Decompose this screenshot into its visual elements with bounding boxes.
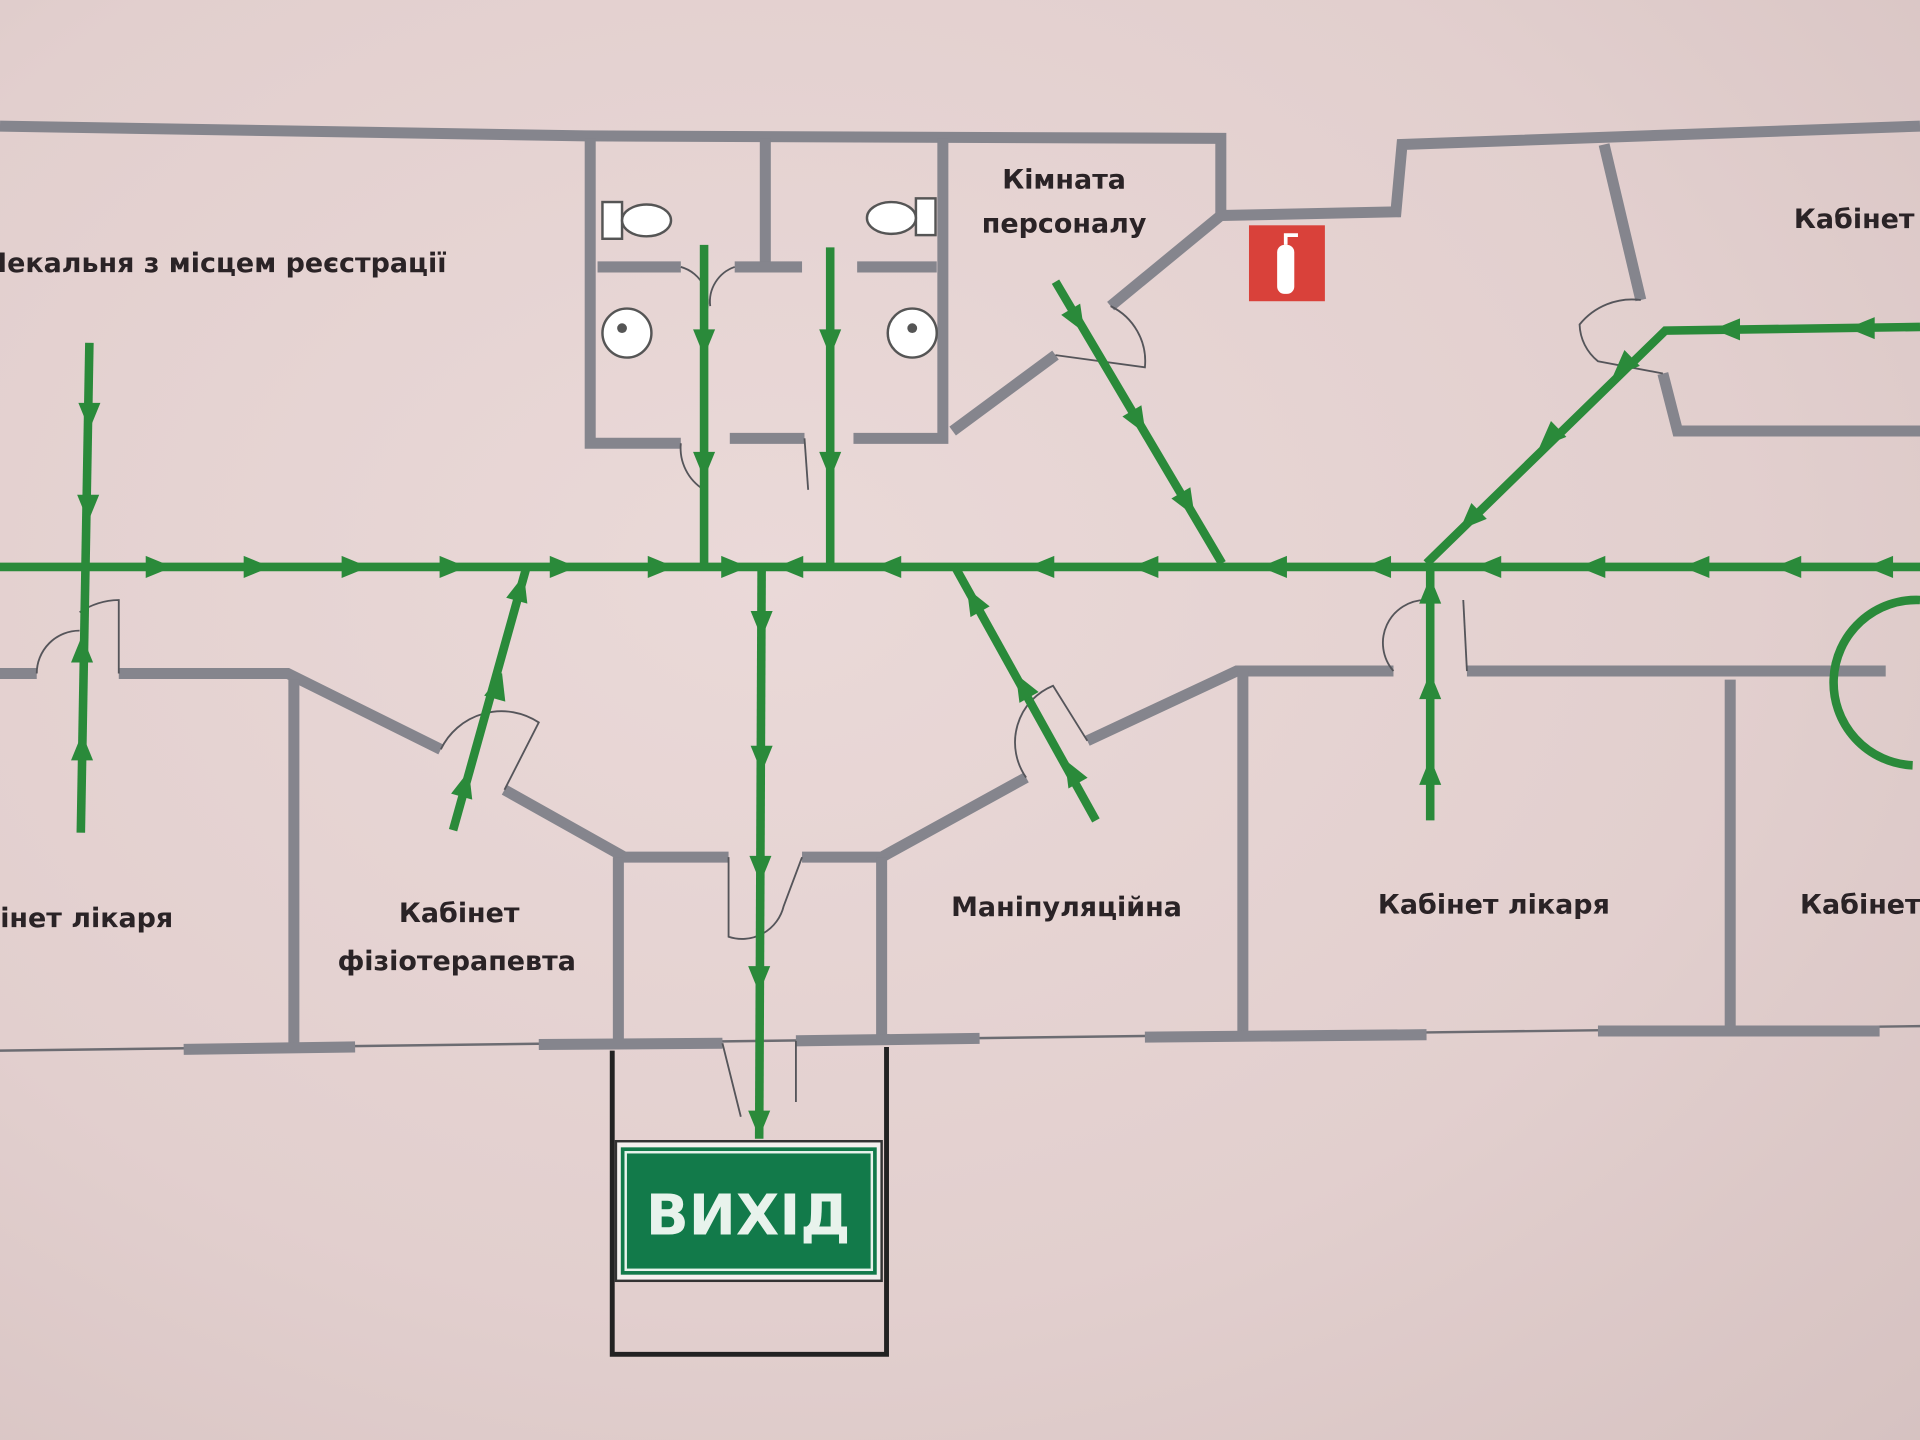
arrow-icon: [484, 672, 506, 702]
sink-icon: [601, 307, 653, 359]
evacuation-routes: [0, 244, 1920, 1139]
arrow-icon: [1131, 555, 1159, 578]
arrow-icon: [1539, 421, 1567, 448]
arrow-icon: [819, 329, 842, 357]
arrow-icon: [748, 966, 771, 994]
arrow-icon: [451, 770, 473, 800]
arrow-icon: [1064, 759, 1088, 789]
arrow-icon: [145, 555, 173, 578]
label-doctor-right: Кабінет лікаря: [1378, 889, 1610, 920]
arrow-icon: [1578, 555, 1606, 578]
arrow-icon: [1122, 405, 1146, 435]
fire-extinguisher-icon: [1248, 225, 1325, 302]
arrow-icon: [341, 555, 369, 578]
arrow-icon: [1015, 673, 1039, 703]
arrow-icon: [1419, 576, 1442, 604]
arrow-icon: [1419, 672, 1442, 700]
arrow-icon: [819, 451, 842, 479]
arrow-icon: [1459, 503, 1487, 530]
arrow-icon: [1474, 555, 1502, 578]
toilet-icon: [865, 197, 937, 237]
label-waiting-room: Чекальня з місцем реєстрації: [0, 248, 446, 279]
arrow-icon: [549, 555, 577, 578]
arrow-icon: [1612, 349, 1640, 377]
label-cabinet-top-right: Кабінет: [1794, 204, 1915, 235]
arrow-icon: [1364, 555, 1392, 578]
arrow-icon: [1774, 555, 1802, 578]
room-labels: Чекальня з місцем реєстрації Кімната пер…: [0, 165, 1920, 977]
arrow-icon: [71, 635, 94, 663]
arrow-icon: [71, 733, 94, 761]
arrow-icon: [77, 494, 100, 522]
label-physio-2: фізіотерапевта: [338, 946, 576, 977]
arrow-icon: [78, 402, 101, 430]
exit-sign: ВИХІД: [614, 1140, 883, 1283]
arrow-icon: [439, 555, 467, 578]
arrow-icon: [1061, 303, 1085, 333]
label-cabinet-right: Кабінет: [1800, 889, 1920, 920]
arrow-icon: [1866, 555, 1894, 578]
arrow-icon: [750, 745, 773, 773]
arrow-icon: [750, 611, 773, 638]
label-physio-1: Кабінет: [399, 898, 520, 929]
arrow-icon: [1027, 555, 1055, 578]
arrow-icon: [1419, 757, 1442, 785]
arrow-icon: [874, 555, 902, 578]
arrow-icon: [776, 555, 804, 578]
arrow-icon: [721, 555, 749, 578]
arrow-icon: [506, 574, 528, 604]
arrow-icon: [647, 555, 675, 578]
toilet-icon: [601, 200, 673, 240]
arrow-icon: [1847, 317, 1875, 340]
label-staff-room-2: персоналу: [982, 209, 1147, 240]
doors: [35, 266, 1664, 1117]
exit-label: ВИХІД: [646, 1183, 851, 1248]
arrow-icon: [243, 555, 271, 578]
arrow-icon: [748, 1110, 771, 1138]
arrow-icon: [1682, 555, 1710, 578]
arrow-icon: [749, 855, 772, 883]
sink-icon: [886, 307, 938, 359]
arrow-icon: [1171, 487, 1195, 517]
arrow-icon: [1713, 318, 1740, 341]
walls: [0, 120, 1920, 1357]
label-manipulation: Маніпуляційна: [951, 892, 1182, 923]
label-staff-room-1: Кімната: [1002, 165, 1126, 196]
arrow-icon: [966, 588, 990, 618]
arrow-icon: [693, 329, 716, 357]
arrow-icon: [1260, 555, 1287, 578]
arrow-icon: [693, 451, 716, 479]
label-doctor-left: Кабінет лікаря: [0, 903, 173, 934]
